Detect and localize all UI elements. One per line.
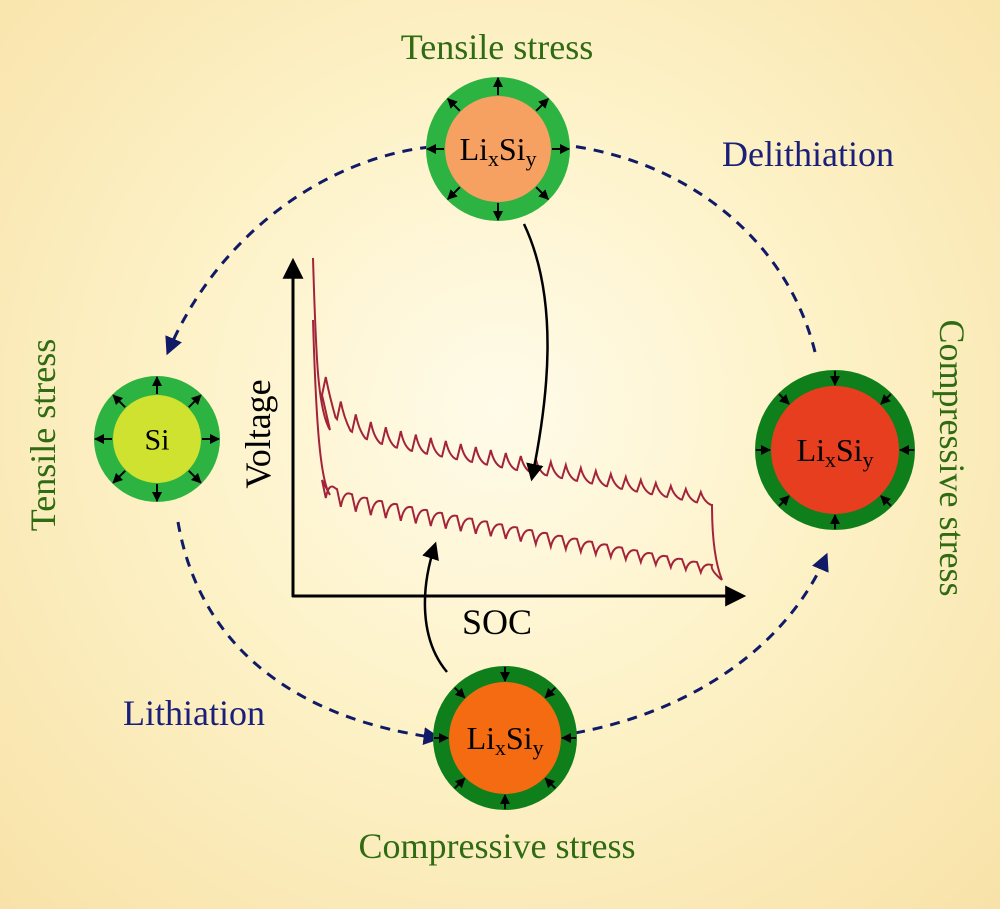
compressive-arrow [544, 777, 556, 789]
si-particle: Si [94, 376, 220, 502]
compressive-arrow [880, 495, 892, 507]
delithiation-label: Delithiation [722, 134, 894, 174]
lixsiy-particle-compressive-right: LixSiy [755, 370, 915, 530]
right-stress-label: Compressive stress [932, 320, 972, 597]
y-axis-label: Voltage [238, 379, 278, 488]
particle-core [449, 682, 561, 794]
tensile-arrow [447, 186, 461, 200]
lixsiy-particle-compressive-bottom: LixSiy [433, 666, 577, 810]
tensile-arrow [535, 98, 549, 112]
tensile-arrow [447, 98, 461, 112]
arrow-top-particle-to-curve [522, 223, 549, 482]
arrow-si-to-bottom [176, 521, 442, 746]
left-stress-label: Tensile stress [23, 339, 63, 531]
lithiation-voltage-curve [312, 319, 723, 581]
compressive-arrow [454, 777, 466, 789]
tensile-arrow [112, 470, 126, 484]
dashed-cycle-arrows [165, 144, 829, 746]
lixsiy-particle-tensile-top: LixSiy [426, 77, 570, 221]
tensile-arrow [188, 470, 202, 484]
particle-label: LixSiy [797, 432, 874, 472]
particle-core [445, 96, 551, 202]
compressive-arrow [544, 687, 556, 699]
particle-core [113, 395, 201, 483]
particle-core [771, 386, 899, 514]
tensile-arrow [112, 394, 126, 408]
tensile-arrow [535, 186, 549, 200]
tensile-arrow [188, 394, 202, 408]
particle-label: Si [144, 424, 169, 457]
voltage-soc-plot: Voltage SOC [238, 257, 747, 642]
bottom-stress-label: Compressive stress [359, 826, 636, 866]
lithiation-label: Lithiation [123, 693, 265, 733]
arrow-bottom-particle-to-curve [422, 541, 448, 673]
particle-label: LixSiy [467, 720, 544, 760]
x-axis-label: SOC [462, 602, 532, 642]
top-stress-label: Tensile stress [401, 27, 593, 67]
compressive-arrow [778, 495, 790, 507]
compressive-arrow [778, 393, 790, 405]
compressive-arrow [880, 393, 892, 405]
arrow-bottom-to-right [574, 552, 829, 735]
compressive-arrow [454, 687, 466, 699]
delithiation-voltage-curve [312, 257, 723, 581]
arrow-right-to-top [571, 144, 817, 353]
particle-label: LixSiy [460, 131, 537, 171]
arrow-top-to-si [165, 145, 431, 356]
